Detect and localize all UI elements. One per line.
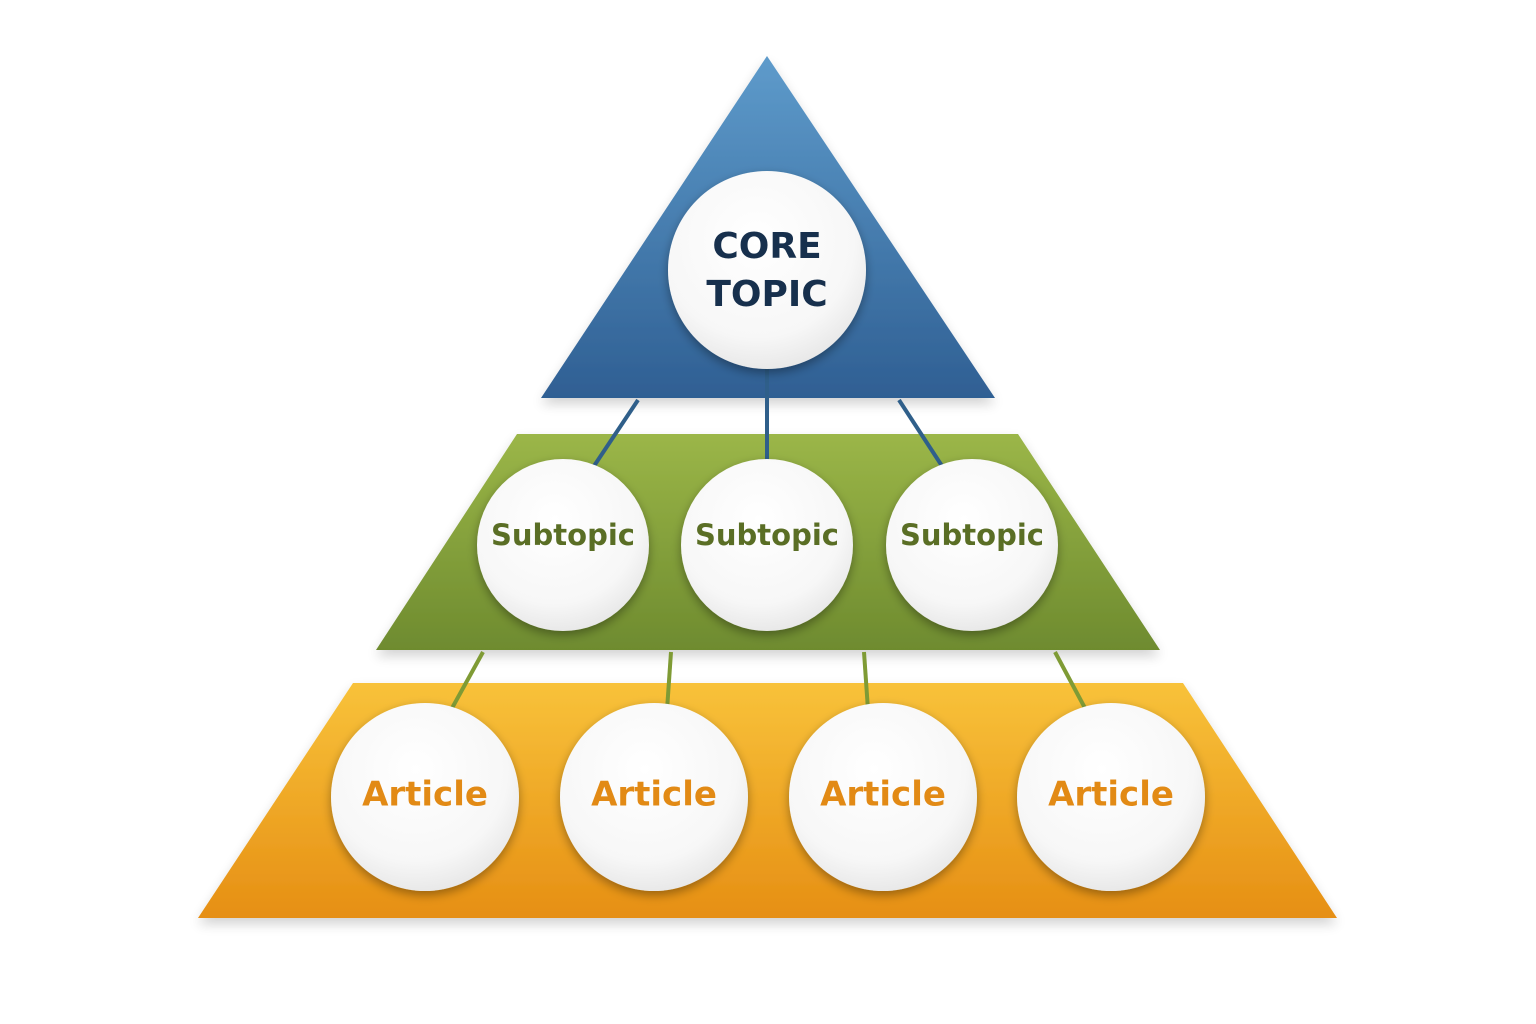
- subtopic-circle: [477, 459, 649, 631]
- subtopic-circle: [886, 459, 1058, 631]
- article-connectors: [449, 651, 1088, 711]
- subtopic-node: Subtopic: [681, 459, 853, 631]
- connector-subtopic-article-2: [665, 651, 673, 711]
- article-label: Article: [1048, 775, 1174, 815]
- core-node: CORE TOPIC: [668, 171, 866, 369]
- article-node: Article: [1017, 703, 1205, 891]
- core-label-line2: TOPIC: [706, 274, 827, 315]
- core-label-line1: CORE: [712, 226, 821, 267]
- article-label: Article: [362, 775, 488, 815]
- article-label: Article: [591, 775, 717, 815]
- article-node: Article: [789, 703, 977, 891]
- subtopic-node: Subtopic: [477, 459, 649, 631]
- core-connectors: [592, 368, 944, 468]
- article-node: Article: [331, 703, 519, 891]
- connector-core-subtopic-3: [897, 398, 944, 468]
- article-nodes: Article Article Article Article: [331, 703, 1205, 891]
- connector-subtopic-article-3: [862, 651, 870, 711]
- subtopic-label: Subtopic: [491, 518, 635, 552]
- subtopic-node: Subtopic: [886, 459, 1058, 631]
- article-label: Article: [820, 775, 946, 815]
- core-circle: [668, 171, 866, 369]
- article-node: Article: [560, 703, 748, 891]
- article-circle: [1017, 703, 1205, 891]
- subtopic-circle: [681, 459, 853, 631]
- subtopic-label: Subtopic: [900, 518, 1044, 552]
- subtopic-label: Subtopic: [695, 518, 839, 552]
- article-circle: [789, 703, 977, 891]
- connector-subtopic-article-1: [449, 651, 485, 711]
- article-circle: [560, 703, 748, 891]
- subtopic-nodes: Subtopic Subtopic Subtopic: [477, 459, 1058, 631]
- article-circle: [331, 703, 519, 891]
- connector-core-subtopic-1: [592, 398, 640, 468]
- connector-subtopic-article-4: [1053, 651, 1088, 711]
